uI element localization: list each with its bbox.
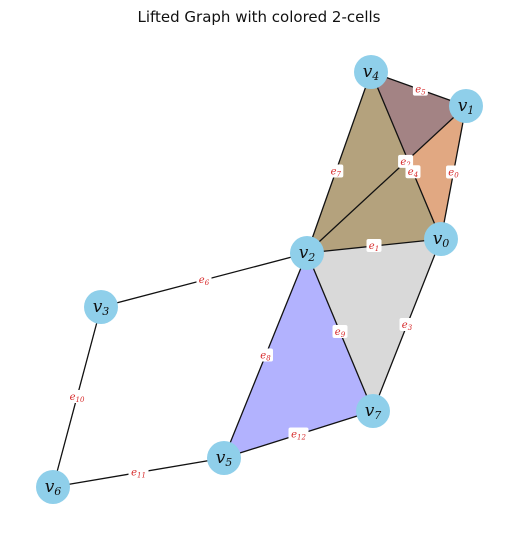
node-label-v3: v3 [93, 297, 110, 318]
node-v6: v6 [36, 470, 70, 504]
node-v2: v2 [290, 236, 324, 270]
node-label-v4: v4 [363, 62, 380, 83]
cell-v0-v2-v7 [307, 239, 441, 411]
edge-label-text-e9: e9 [335, 327, 346, 339]
node-label-v2: v2 [299, 243, 316, 264]
node-v7: v7 [356, 394, 390, 428]
node-v1: v1 [449, 89, 483, 123]
edge-label-text-e2: e2 [400, 157, 411, 169]
edge-e7 [306, 71, 372, 254]
edge-label-e2: e2 [398, 154, 414, 169]
node-label-v6: v6 [45, 477, 62, 498]
edge-label-e8: e8 [258, 348, 273, 363]
edge-label-e1: e1 [366, 239, 382, 253]
edge-label-e12: e12 [288, 427, 309, 442]
node-v3: v3 [84, 290, 118, 324]
edge-label-e0: e0 [446, 165, 461, 180]
edge-label-text-e8: e8 [260, 351, 271, 363]
edge-label-e9: e9 [332, 325, 348, 339]
two-cells-layer [224, 72, 466, 458]
node-circle-v1 [449, 89, 483, 123]
edge-label-text-e4: e4 [408, 167, 418, 179]
edge-label-e10: e10 [67, 390, 87, 404]
node-circle-v3 [84, 290, 118, 324]
edge-label-e6: e6 [196, 273, 212, 287]
node-circle-v0 [424, 222, 458, 256]
node-circle-v4 [354, 55, 388, 89]
edge-label-e7: e7 [328, 164, 344, 179]
edge-e2 [306, 105, 467, 254]
cell-v2-v5-v7 [224, 253, 373, 458]
edge-label-text-e12: e12 [291, 430, 306, 442]
node-v0: v0 [424, 222, 458, 256]
edge-label-e11: e11 [128, 465, 149, 480]
nodes-layer: v0 v1 v2 v3 v4 v5 v6 v7 [36, 55, 483, 504]
edge-label-text-e6: e6 [199, 275, 210, 287]
edge-label-text-e1: e1 [369, 241, 379, 253]
node-circle-v2 [290, 236, 324, 270]
edge-label-text-e5: e5 [415, 85, 426, 97]
edge-label-text-e7: e7 [331, 167, 342, 179]
node-v5: v5 [207, 441, 241, 475]
node-v4: v4 [354, 55, 388, 89]
node-label-v1: v1 [458, 96, 475, 117]
edge-label-e3: e3 [399, 318, 415, 332]
edge-label-text-e10: e10 [70, 392, 85, 404]
edge-labels-layer: e0 e1 e2 e3 e4 e5 e6 e7 e8 e9 e10 e11 e12 [67, 82, 461, 480]
node-circle-v6 [36, 470, 70, 504]
node-label-v0: v0 [433, 229, 450, 250]
diagram-title: Lifted Graph with colored 2-cells [137, 8, 380, 26]
edge-label-text-e0: e0 [448, 168, 459, 180]
edge-label-e5: e5 [412, 82, 428, 97]
node-label-v5: v5 [216, 448, 233, 469]
node-label-v7: v7 [365, 401, 382, 422]
node-circle-v7 [356, 394, 390, 428]
cell-v0-v2-v4 [307, 72, 441, 253]
node-circle-v5 [207, 441, 241, 475]
edge-label-e4: e4 [405, 165, 421, 179]
edge-label-text-e11: e11 [131, 468, 146, 480]
edge-label-text-e3: e3 [402, 320, 413, 332]
